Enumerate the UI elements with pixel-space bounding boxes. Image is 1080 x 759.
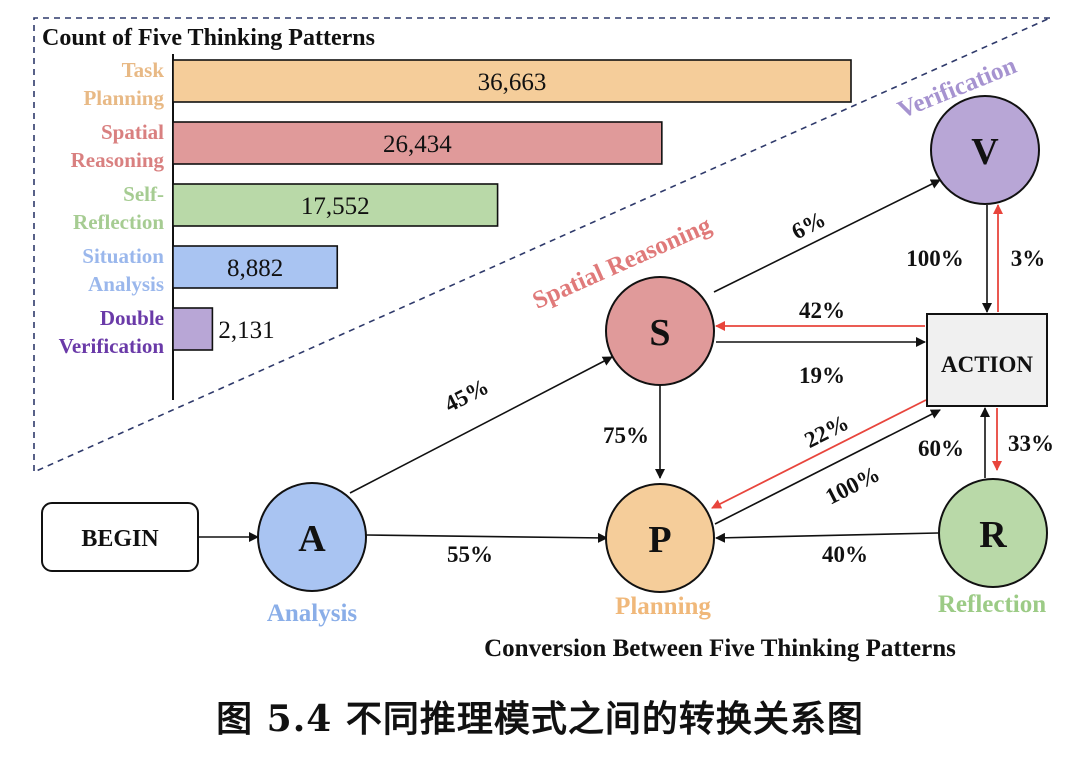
node-a-circle [257,482,367,592]
edge-label-r-to-p: 40% [822,542,868,567]
edge-label-s-to-p: 75% [603,423,649,448]
action-box [926,313,1048,407]
bar-category-label-2-line1: Self- [123,182,164,206]
edge-label-p-to-action: 100% [821,461,884,509]
bar-category-label-0-line2: Planning [83,86,164,110]
bar-chart: Count of Five Thinking Patterns 36,663 Ta… [42,25,852,400]
begin-label: BEGIN [81,526,159,552]
bar-value-label-2: 17,552 [301,193,370,220]
bar-category-label-3-line2: Analysis [88,272,164,296]
begin-box [41,502,199,572]
node-a-letter: A [298,518,326,560]
edge-label-action-to-v: 3% [1011,246,1046,271]
edge-p-to-action [714,409,941,525]
edge-r-to-p [715,532,939,543]
diagram-edges [198,179,1003,543]
diagram-nodes: BEGIN ACTION A Analysis S Spatial Reason… [41,52,1048,627]
node-v-circle [930,95,1040,205]
bar-chart-title: Count of Five Thinking Patterns [42,25,375,51]
bar-4 [172,307,214,351]
bar-3 [172,245,339,289]
bar-value-label-0: 36,663 [478,69,547,96]
edge-label-action-to-r: 33% [1008,431,1054,456]
bar-category-label-4-line2: Verification [59,334,165,358]
edge-a-to-s [349,356,613,494]
bar-value-label-4: 2,131 [218,317,274,344]
node-s-circle [605,276,715,386]
bar-category-label-1-line2: Reasoning [71,148,165,172]
bar-category-label-1-line1: Spatial [101,120,164,144]
edge-label-a-to-s: 45% [440,374,492,417]
action-label: ACTION [941,352,1033,377]
bar-category-label-2-line2: Reflection [73,210,164,234]
node-s-letter: S [649,312,670,354]
edge-label-action-to-p: 22% [800,410,852,453]
chart-panel-dashed-border [33,17,1051,474]
bar-value-label-3: 8,882 [227,255,283,282]
bar-1 [172,121,663,165]
node-p-name: Planning [615,593,711,620]
edge-label-a-to-p: 55% [447,542,493,567]
diagram-title: Conversion Between Five Thinking Pattern… [484,635,956,662]
edge-label-r-to-action: 60% [918,436,964,461]
edge-action-to-p [711,399,927,509]
edge-label-action-to-s: 42% [799,298,845,323]
bar-value-label-1: 26,434 [383,131,452,158]
bar-2 [172,183,499,227]
node-r-circle [938,478,1048,588]
edge-label-v-to-action: 100% [906,246,964,271]
bar-0 [172,59,852,103]
figure-caption: 图 5.4 不同推理模式之间的转换关系图 [216,698,864,740]
edge-a-to-p [365,532,608,543]
node-r-letter: R [979,514,1007,556]
bar-category-label-3-line1: Situation [82,244,164,268]
node-p-letter: P [648,519,671,561]
bar-category-label-4-line1: Double [100,306,164,330]
edge-label-s-to-action: 19% [799,363,845,388]
node-a-name: Analysis [267,600,358,627]
node-v-letter: V [971,131,999,173]
node-r-name: Reflection [938,591,1046,618]
node-p-circle [605,483,715,593]
bar-category-label-0-line1: Task [122,58,165,82]
edge-s-to-v [713,179,941,293]
